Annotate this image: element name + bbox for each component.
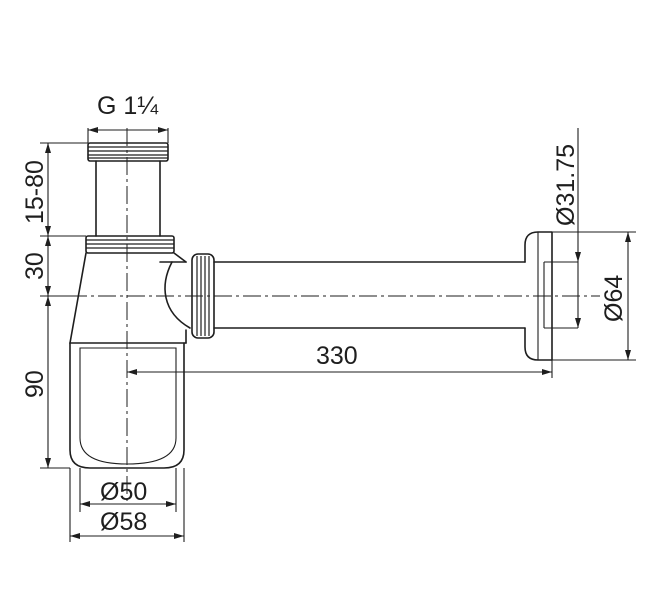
- dim-cup-inner-label: Ø50: [100, 478, 147, 506]
- dim-pipe-diameter: Ø31.75: [552, 128, 581, 328]
- dim-cup-outer-label: Ø58: [100, 508, 147, 536]
- outlet-pipe: [213, 261, 526, 329]
- dim-upper-offset-label: 30: [21, 252, 49, 280]
- dim-rosette-diameter: Ø64: [552, 231, 636, 361]
- dim-adjust-range-label: 15-80: [21, 160, 49, 224]
- dim-pipe-diameter-label: Ø31.75: [552, 144, 580, 226]
- dim-cup-inner: Ø50: [79, 468, 177, 512]
- bottle-cup: [69, 342, 185, 469]
- tail-pipe: [95, 160, 161, 237]
- dim-upper-offset: 30: [21, 236, 70, 297]
- dim-adjust-range: 15-80: [21, 142, 88, 237]
- dim-thread: G 1¼: [87, 92, 169, 143]
- dim-rosette-diameter-label: Ø64: [600, 275, 628, 322]
- outlet-nut: [191, 253, 215, 339]
- coupling-nut: [85, 235, 175, 254]
- dim-outlet-length-label: 330: [316, 342, 358, 370]
- wall-rosette: [524, 231, 578, 361]
- dim-trap-depth: 90: [21, 296, 70, 469]
- trap-body: [69, 252, 191, 344]
- dim-thread-label: G 1¼: [97, 92, 159, 120]
- dim-trap-depth-label: 90: [21, 370, 49, 398]
- dim-cup-outer: Ø58: [69, 468, 185, 542]
- top-threaded-nut: [87, 142, 169, 162]
- dim-outlet-length: 330: [127, 342, 553, 378]
